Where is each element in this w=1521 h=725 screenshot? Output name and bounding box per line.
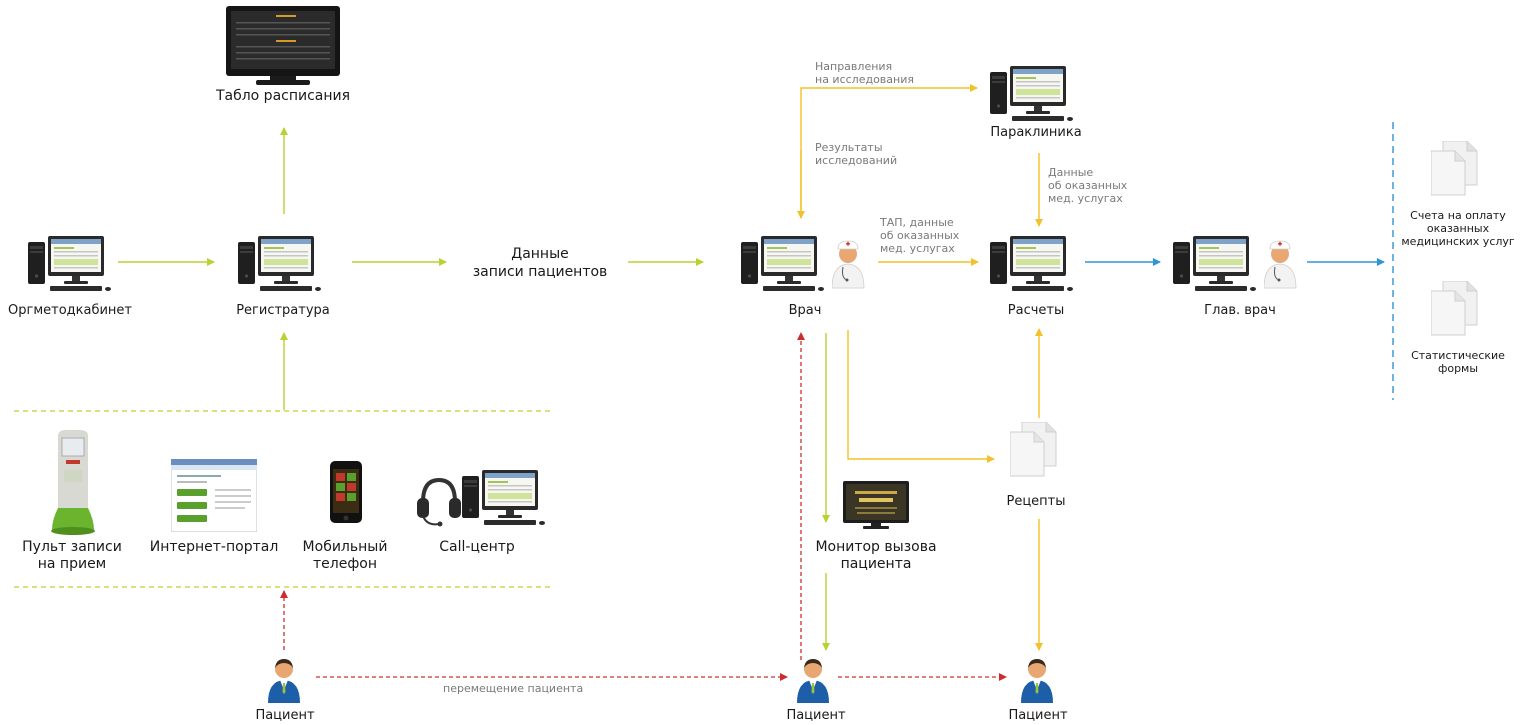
headset-icon — [417, 477, 461, 527]
paraclinic-computer-icon — [990, 66, 1073, 121]
call-monitor-label: Монитор вызова пациента — [815, 539, 937, 572]
tap-note: ТАП, данные об оказанных мед. услугах — [880, 216, 960, 255]
doctor-computer-icon — [741, 236, 824, 291]
internet-portal-icon — [171, 459, 257, 532]
results-note: Результаты исследований — [815, 141, 898, 167]
orgmet-label: Оргметодкабинет — [8, 303, 132, 318]
calculations-label: Расчеты — [1007, 303, 1065, 318]
calculations-computer-icon — [990, 236, 1073, 291]
referrals-note: Направления на исследования — [815, 60, 914, 86]
mobile-phone-icon — [330, 461, 362, 523]
callcenter-label: Call-центр — [439, 539, 515, 555]
stats-document-icon — [1431, 281, 1478, 336]
registry-label: Регистратура — [236, 303, 330, 318]
invoices-label: Счета на оплату оказанных медицинских ус… — [1401, 209, 1515, 248]
registry-computer-icon — [238, 236, 321, 291]
patient-1-icon — [268, 659, 300, 703]
stats-label: Статистические формы — [1411, 349, 1505, 375]
call-monitor-icon — [843, 481, 909, 529]
paraclinic-label: Параклиника — [990, 125, 1082, 140]
arrow-doctor-to-recipes — [847, 330, 995, 463]
services-note: Данные об оказанных мед. услугах — [1048, 166, 1128, 205]
recipes-document-icon — [1010, 422, 1057, 477]
schedule-board-icon — [226, 6, 340, 85]
patient-2-icon — [797, 659, 829, 703]
chief-doctor-label: Глав. врач — [1204, 303, 1276, 318]
internet-portal-label: Интернет-портал — [149, 539, 279, 555]
chief-doctor-avatar-icon — [1264, 240, 1297, 289]
kiosk-icon — [51, 430, 95, 535]
doctor-label: Врач — [788, 303, 822, 318]
invoices-document-icon — [1431, 141, 1478, 196]
mobile-phone-label: Мобильный телефон — [302, 539, 388, 572]
patient-records-label: Данные записи пациентов — [472, 246, 608, 280]
patient-movement-note: перемещение пациента — [443, 682, 584, 695]
patient-1-label: Пациент — [255, 708, 315, 723]
recipes-label: Рецепты — [1006, 494, 1066, 509]
patient-3-icon — [1021, 659, 1053, 703]
kiosk-label: Пульт записи на прием — [22, 539, 122, 572]
patient-3-label: Пациент — [1008, 708, 1068, 723]
callcenter-computer-icon — [462, 470, 545, 525]
patient-2-label: Пациент — [786, 708, 846, 723]
orgmet-computer-icon — [28, 236, 111, 291]
schedule-board-label: Табло расписания — [215, 88, 351, 104]
doctor-avatar-icon — [832, 240, 865, 289]
chief-computer-icon — [1173, 236, 1256, 291]
